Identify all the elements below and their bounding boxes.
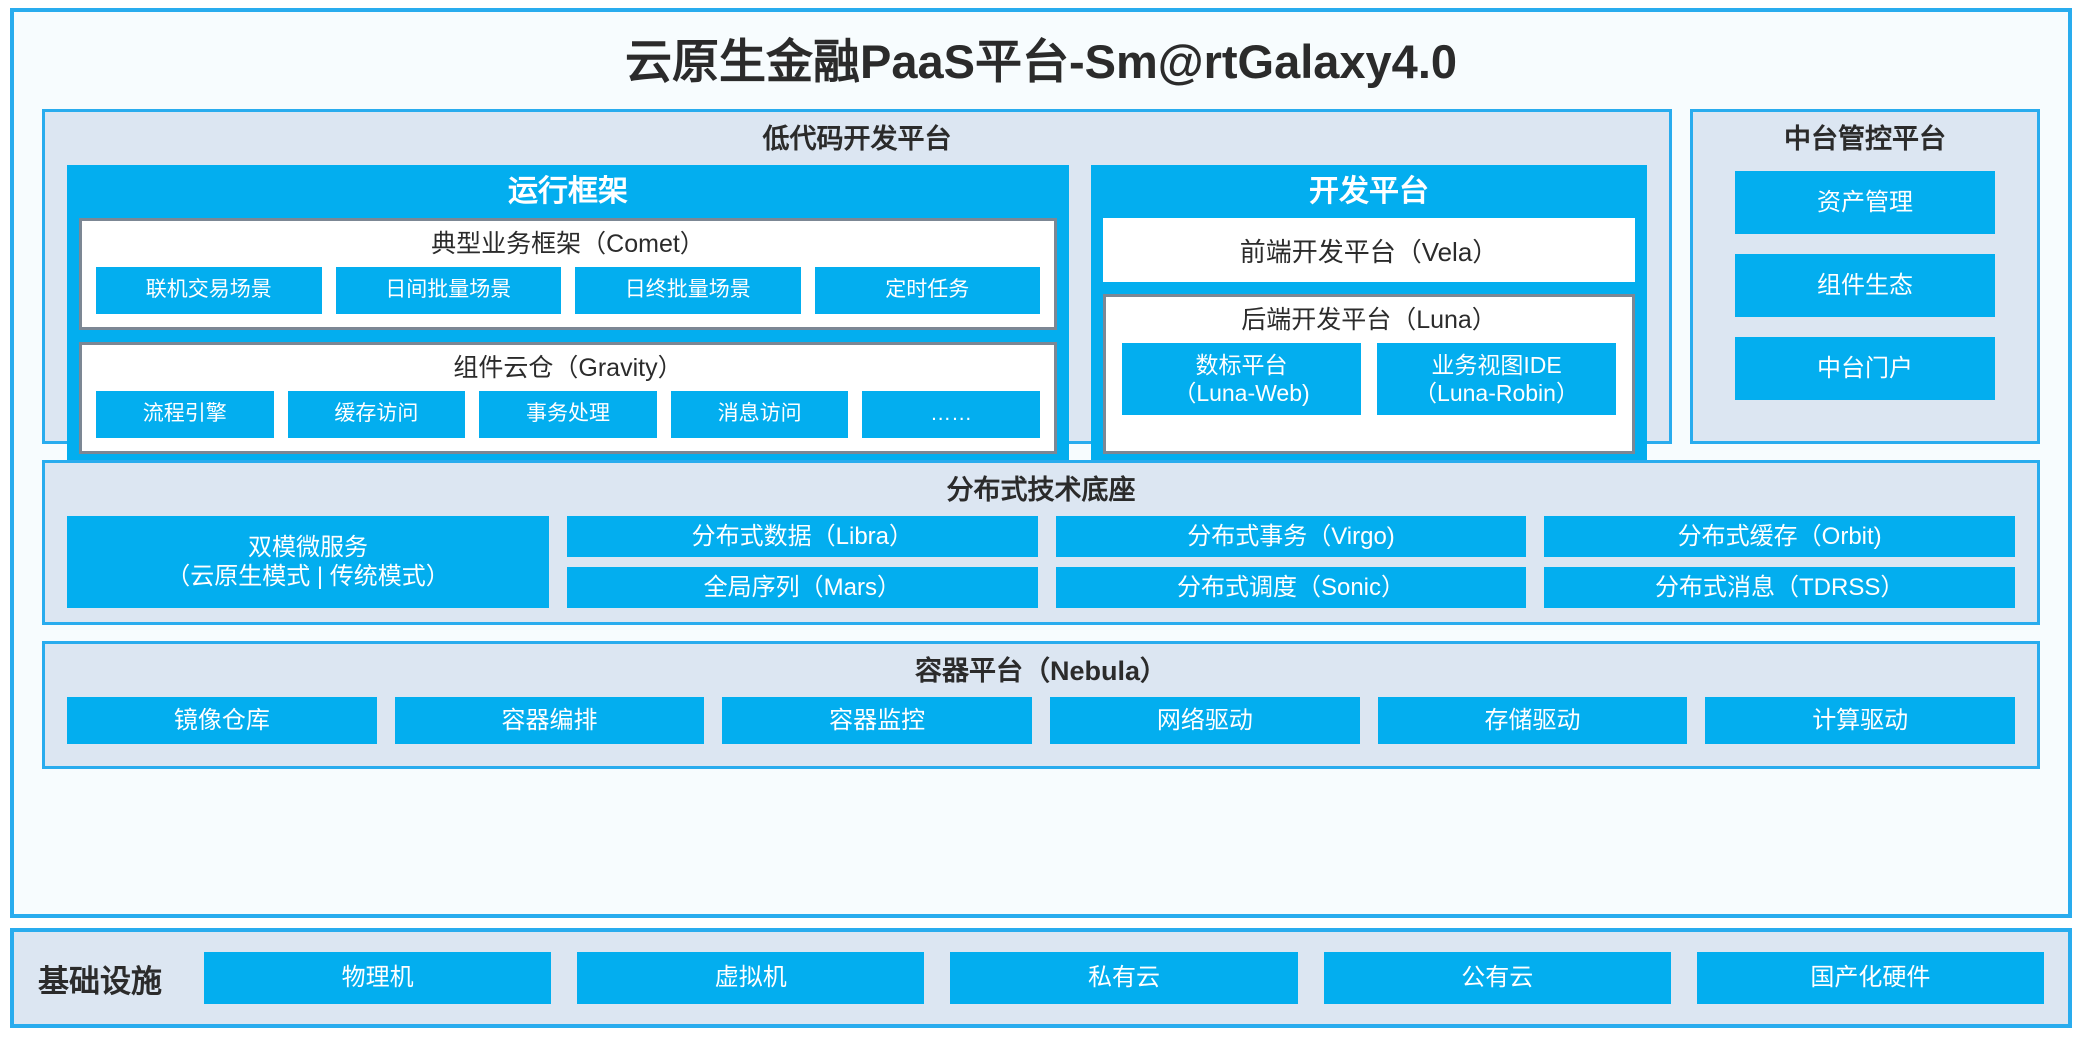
infrastructure-label: 基础设施	[38, 963, 162, 999]
platform-frame: 云原生金融PaaS平台-Sm@rtGalaxy4.0 低代码开发平台 运行框架 …	[10, 8, 2072, 918]
top-row: 低代码开发平台 运行框架 典型业务框架（Comet） 联机交易场景 日间批量场景…	[42, 109, 2040, 466]
infrastructure-item-virtual-machine[interactable]: 虚拟机	[577, 952, 925, 1004]
midoffice-panel: 中台管控平台 资产管理 组件生态 中台门户	[1690, 109, 2040, 444]
comet-chip-row: 联机交易场景 日间批量场景 日终批量场景 定时任务	[82, 266, 1054, 327]
comet-item[interactable]: 日间批量场景	[335, 266, 561, 314]
gravity-item[interactable]: 流程引擎	[96, 390, 274, 438]
container-item-network-driver[interactable]: 网络驱动	[1050, 697, 1360, 745]
distributed-item[interactable]: 分布式缓存（Orbit)	[1544, 516, 2016, 558]
infrastructure-panel: 基础设施 物理机 虚拟机 私有云 公有云 国产化硬件	[10, 928, 2072, 1028]
container-item-compute-driver[interactable]: 计算驱动	[1705, 697, 2016, 745]
development-platform-block: 开发平台 前端开发平台（Vela） 后端开发平台（Luna） 数标平台 （Lun…	[1091, 165, 1647, 466]
comet-item[interactable]: 日终批量场景	[575, 266, 801, 314]
distributed-column-3: 分布式缓存（Orbit) 分布式消息（TDRSS）	[1544, 516, 2016, 609]
luna-robin-code: （Luna-Robin）	[1414, 379, 1579, 406]
gravity-item[interactable]: 缓存访问	[287, 390, 466, 438]
luna-web-name: 数标平台	[1195, 351, 1288, 378]
comet-item[interactable]: 联机交易场景	[96, 266, 322, 314]
gravity-item[interactable]: 消息访问	[670, 390, 849, 438]
container-item-monitoring[interactable]: 容器监控	[722, 697, 1033, 745]
backend-platform-title: 后端开发平台（Luna）	[1241, 306, 1497, 335]
comet-title: 典型业务框架（Comet）	[431, 230, 705, 259]
gravity-card: 组件云仓（Gravity） 流程引擎 缓存访问 事务处理 消息访问 ……	[79, 341, 1057, 454]
runtime-framework-block: 运行框架 典型业务框架（Comet） 联机交易场景 日间批量场景 日终批量场景 …	[67, 165, 1069, 466]
distributed-column-2: 分布式事务（Virgo) 分布式调度（Sonic）	[1055, 516, 1527, 609]
gravity-title: 组件云仓（Gravity）	[453, 353, 683, 382]
backend-platform-chip-row: 数标平台 （Luna-Web) 业务视图IDE （Luna-Robin）	[1106, 342, 1632, 428]
midoffice-item-list: 资产管理 组件生态 中台门户	[1693, 165, 2037, 401]
lowcode-platform-title: 低代码开发平台	[762, 124, 952, 154]
midoffice-title: 中台管控平台	[1784, 124, 1946, 154]
backend-platform-card: 后端开发平台（Luna） 数标平台 （Luna-Web) 业务视图IDE （Lu…	[1103, 294, 1635, 454]
distributed-item[interactable]: 分布式调度（Sonic）	[1055, 567, 1527, 609]
distributed-item[interactable]: 全局序列（Mars）	[567, 567, 1038, 609]
luna-robin-name: 业务视图IDE	[1431, 351, 1562, 378]
distributed-base-body: 双模微服务 （云原生模式 | 传统模式） 分布式数据（Libra） 全局序列（M…	[45, 516, 2037, 622]
infrastructure-item-private-cloud[interactable]: 私有云	[950, 952, 1298, 1004]
container-item-orchestration[interactable]: 容器编排	[394, 697, 705, 745]
infrastructure-item-public-cloud[interactable]: 公有云	[1323, 952, 1671, 1004]
infrastructure-item-domestic-hardware[interactable]: 国产化硬件	[1696, 952, 2045, 1004]
gravity-item[interactable]: 事务处理	[479, 390, 657, 438]
midoffice-item-asset-management[interactable]: 资产管理	[1735, 171, 1995, 235]
midoffice-item-portal[interactable]: 中台门户	[1735, 337, 1995, 401]
container-item-image-registry[interactable]: 镜像仓库	[67, 697, 377, 745]
distributed-item[interactable]: 分布式事务（Virgo)	[1055, 516, 1527, 558]
gravity-chip-row: 流程引擎 缓存访问 事务处理 消息访问 ……	[82, 390, 1054, 451]
runtime-framework-title: 运行框架	[508, 175, 628, 209]
dual-mode-line1: 双模微服务	[248, 533, 368, 561]
infrastructure-item-physical-machine[interactable]: 物理机	[204, 952, 552, 1004]
container-platform-body: 镜像仓库 容器编排 容器监控 网络驱动 存储驱动 计算驱动	[45, 697, 2037, 758]
distributed-column-1: 分布式数据（Libra） 全局序列（Mars）	[567, 516, 1038, 609]
page-title: 云原生金融PaaS平台-Sm@rtGalaxy4.0	[624, 35, 1458, 88]
midoffice-item-component-ecosystem[interactable]: 组件生态	[1735, 254, 1995, 318]
distributed-base-panel: 分布式技术底座 双模微服务 （云原生模式 | 传统模式） 分布式数据（Libra…	[42, 460, 2040, 625]
luna-web-code: （Luna-Web)	[1173, 379, 1310, 406]
distributed-item[interactable]: 分布式数据（Libra）	[567, 516, 1038, 558]
distributed-item[interactable]: 分布式消息（TDRSS）	[1544, 567, 2016, 609]
luna-robin-item[interactable]: 业务视图IDE （Luna-Robin）	[1377, 342, 1616, 415]
container-item-storage-driver[interactable]: 存储驱动	[1377, 697, 1688, 745]
dual-mode-line2: （云原生模式 | 传统模式）	[166, 563, 450, 591]
comet-card: 典型业务框架（Comet） 联机交易场景 日间批量场景 日终批量场景 定时任务	[79, 218, 1057, 330]
frontend-platform-card[interactable]: 前端开发平台（Vela）	[1103, 218, 1635, 283]
lowcode-platform-panel: 低代码开发平台 运行框架 典型业务框架（Comet） 联机交易场景 日间批量场景…	[42, 109, 1672, 466]
gravity-item-ellipsis[interactable]: ……	[862, 390, 1040, 438]
container-platform-title: 容器平台（Nebula）	[914, 656, 1168, 686]
distributed-base-title: 分布式技术底座	[946, 475, 1136, 505]
comet-item[interactable]: 定时任务	[814, 266, 1040, 314]
lowcode-platform-body: 运行框架 典型业务框架（Comet） 联机交易场景 日间批量场景 日终批量场景 …	[45, 165, 1669, 482]
development-platform-title: 开发平台	[1309, 175, 1429, 209]
dual-mode-microservice-item[interactable]: 双模微服务 （云原生模式 | 传统模式）	[67, 516, 549, 608]
luna-web-item[interactable]: 数标平台 （Luna-Web)	[1122, 342, 1361, 415]
container-platform-panel: 容器平台（Nebula） 镜像仓库 容器编排 容器监控 网络驱动 存储驱动 计算…	[42, 641, 2040, 769]
